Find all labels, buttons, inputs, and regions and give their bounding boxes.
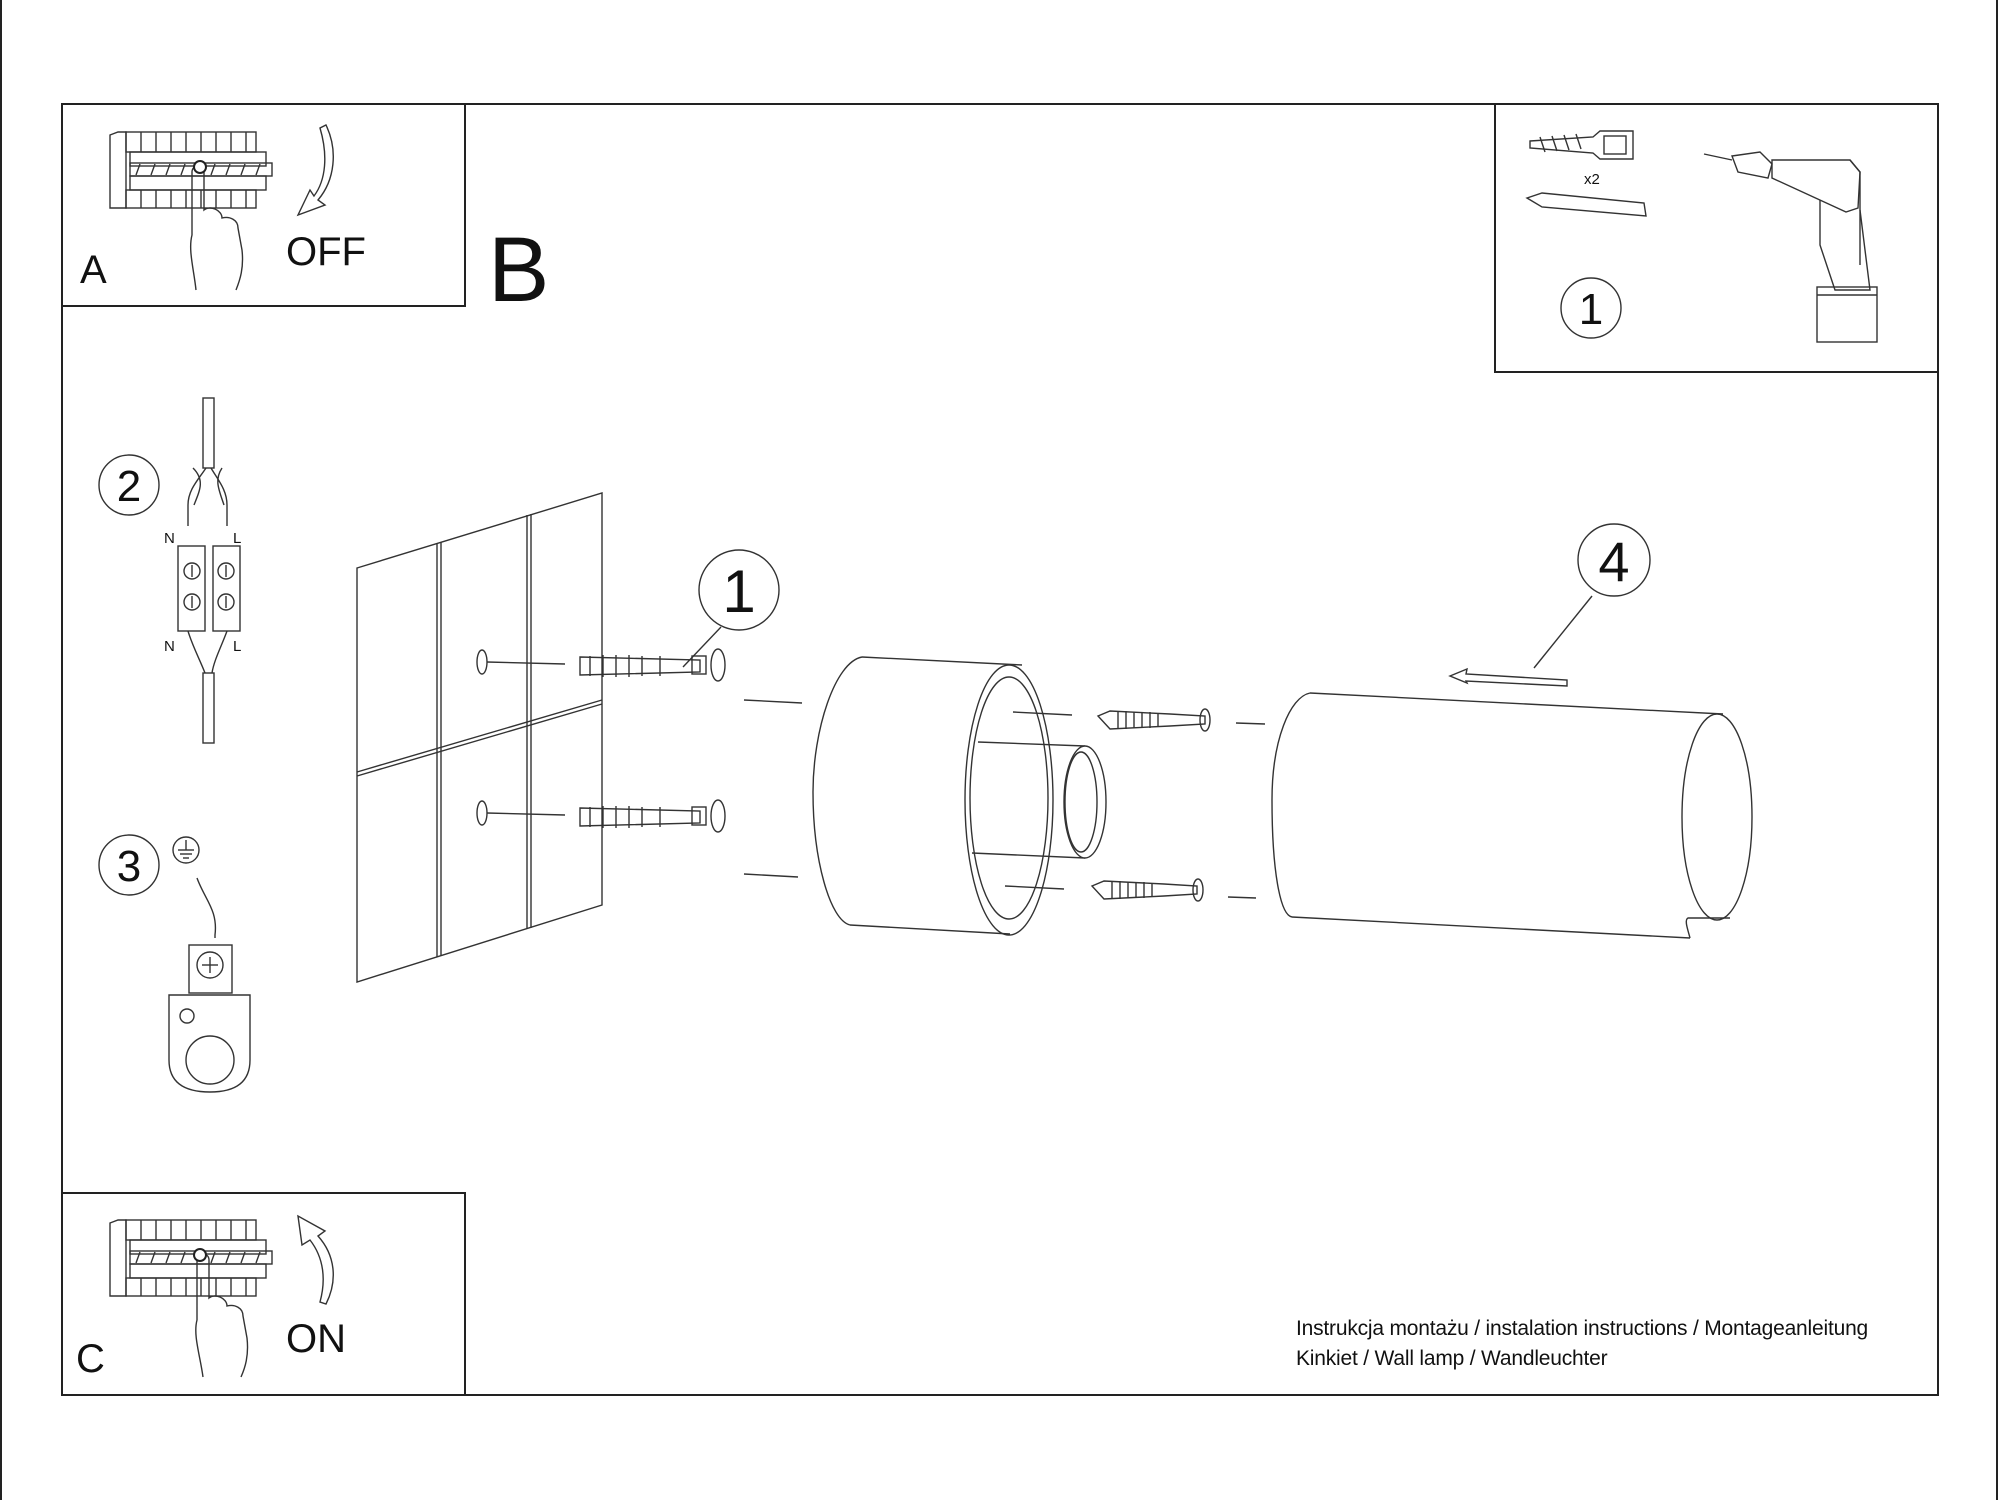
- screw-top: [1096, 708, 1211, 732]
- screw-bottom: [1090, 878, 1204, 902]
- ground-terminal-icon: [168, 944, 251, 1093]
- document-footer: Instrukcja montażu / instalation instruc…: [1296, 1314, 1868, 1374]
- step-2-badge: [98, 454, 160, 516]
- main-frame: [61, 103, 1939, 1396]
- hand-icon: [195, 1253, 249, 1378]
- panel-a-frame: [61, 103, 466, 307]
- arrow-up-icon: [297, 1214, 334, 1305]
- step-3-badge: [98, 834, 160, 896]
- lamp-cover-tube: [1271, 692, 1753, 939]
- screw-icon: [1525, 192, 1647, 217]
- panel-a: A OFF: [61, 103, 466, 307]
- cable-bottom-icon: [187, 630, 228, 744]
- drill-icon: [1703, 151, 1878, 343]
- panel-b-letter: B: [488, 219, 549, 321]
- mounting-base: [812, 656, 1107, 936]
- panel-c-frame: [61, 1192, 466, 1396]
- arrow-down-icon: [296, 124, 334, 217]
- tools-panel-frame: [1494, 103, 1939, 373]
- document-title: Instrukcja montażu / instalation instruc…: [1296, 1317, 1869, 1340]
- on-label: ON: [286, 1317, 346, 1361]
- terminal-block-icon: [177, 545, 241, 632]
- wall-tiles: [356, 492, 603, 983]
- guide-line: [1227, 896, 1257, 899]
- wall-plug-top: [579, 648, 726, 682]
- tools-panel: x2 1: [1494, 103, 1939, 373]
- guide-line: [743, 873, 799, 878]
- breaker-box-icon: [109, 131, 273, 209]
- wall-plug-icon: [1529, 130, 1634, 160]
- breaker-switch-icon: [193, 160, 207, 174]
- guide-line: [1235, 722, 1266, 725]
- insert-direction-arrow-icon: [1448, 667, 1568, 687]
- terminal-label-l-bottom: L: [233, 638, 241, 655]
- wall-plug-bottom: [579, 799, 726, 833]
- quantity-label: x2: [1584, 171, 1600, 188]
- leader-line: [682, 626, 722, 668]
- breaker-box-icon: [109, 1219, 273, 1297]
- wall-hole-top: [476, 649, 488, 675]
- terminal-label-n-top: N: [164, 530, 175, 547]
- panel-a-letter: A: [80, 248, 107, 292]
- document-subtitle: Kinkiet / Wall lamp / Wandleuchter: [1296, 1347, 1608, 1370]
- anchors-step-badge: [698, 549, 780, 631]
- guide-line: [743, 699, 803, 704]
- ground-wire-icon: [196, 877, 217, 938]
- breaker-switch-icon: [193, 1248, 207, 1262]
- tools-step-number: 1: [1579, 285, 1603, 334]
- wall-hole-bottom: [476, 800, 488, 826]
- leader-line: [1533, 595, 1593, 669]
- step-2-wiring: 2 N L N L: [98, 397, 241, 744]
- step-2-number: 2: [117, 462, 141, 511]
- panel-c-letter: C: [76, 1337, 105, 1381]
- cover-step-number: 4: [1598, 530, 1629, 593]
- panel-c: C ON: [61, 1192, 466, 1396]
- cable-top-icon: [187, 397, 228, 526]
- ground-symbol-icon: [172, 836, 200, 864]
- step-3-ground: 3: [98, 834, 251, 1093]
- terminal-label-n-bottom: N: [164, 638, 175, 655]
- hand-icon: [189, 165, 244, 291]
- off-label: OFF: [286, 230, 366, 274]
- step-1-badge: [1560, 277, 1622, 339]
- terminal-label-l-top: L: [233, 530, 241, 547]
- anchors-step-number: 1: [722, 558, 755, 625]
- step-3-number: 3: [117, 842, 141, 891]
- cover-step-badge: [1577, 523, 1651, 597]
